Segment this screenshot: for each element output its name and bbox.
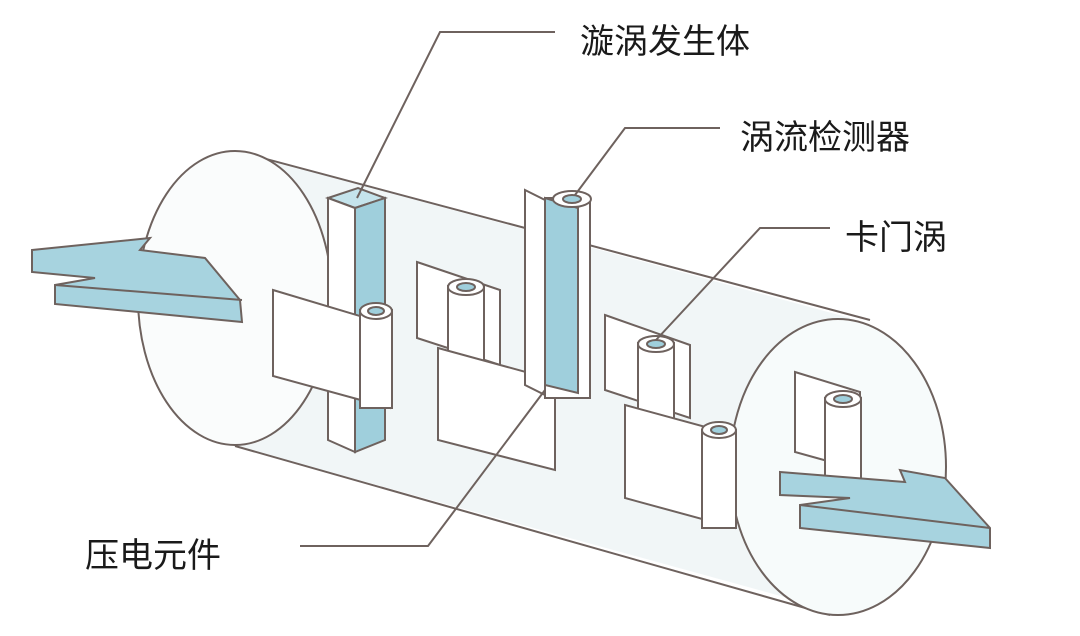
inlet-flow-arrow — [31, 236, 244, 324]
outlet-flow-arrow — [779, 468, 991, 550]
label-vortex-generator: 漩涡发生体 — [580, 22, 750, 62]
label-vortex-detector: 涡流检测器 — [740, 118, 910, 158]
pipe-bottom-edge — [234, 445, 831, 616]
label-piezo-element: 压电元件 — [85, 536, 221, 576]
label-karman-vortex: 卡门涡 — [845, 218, 947, 258]
vortex-detector — [524, 188, 592, 399]
leader-lines — [300, 31, 830, 547]
